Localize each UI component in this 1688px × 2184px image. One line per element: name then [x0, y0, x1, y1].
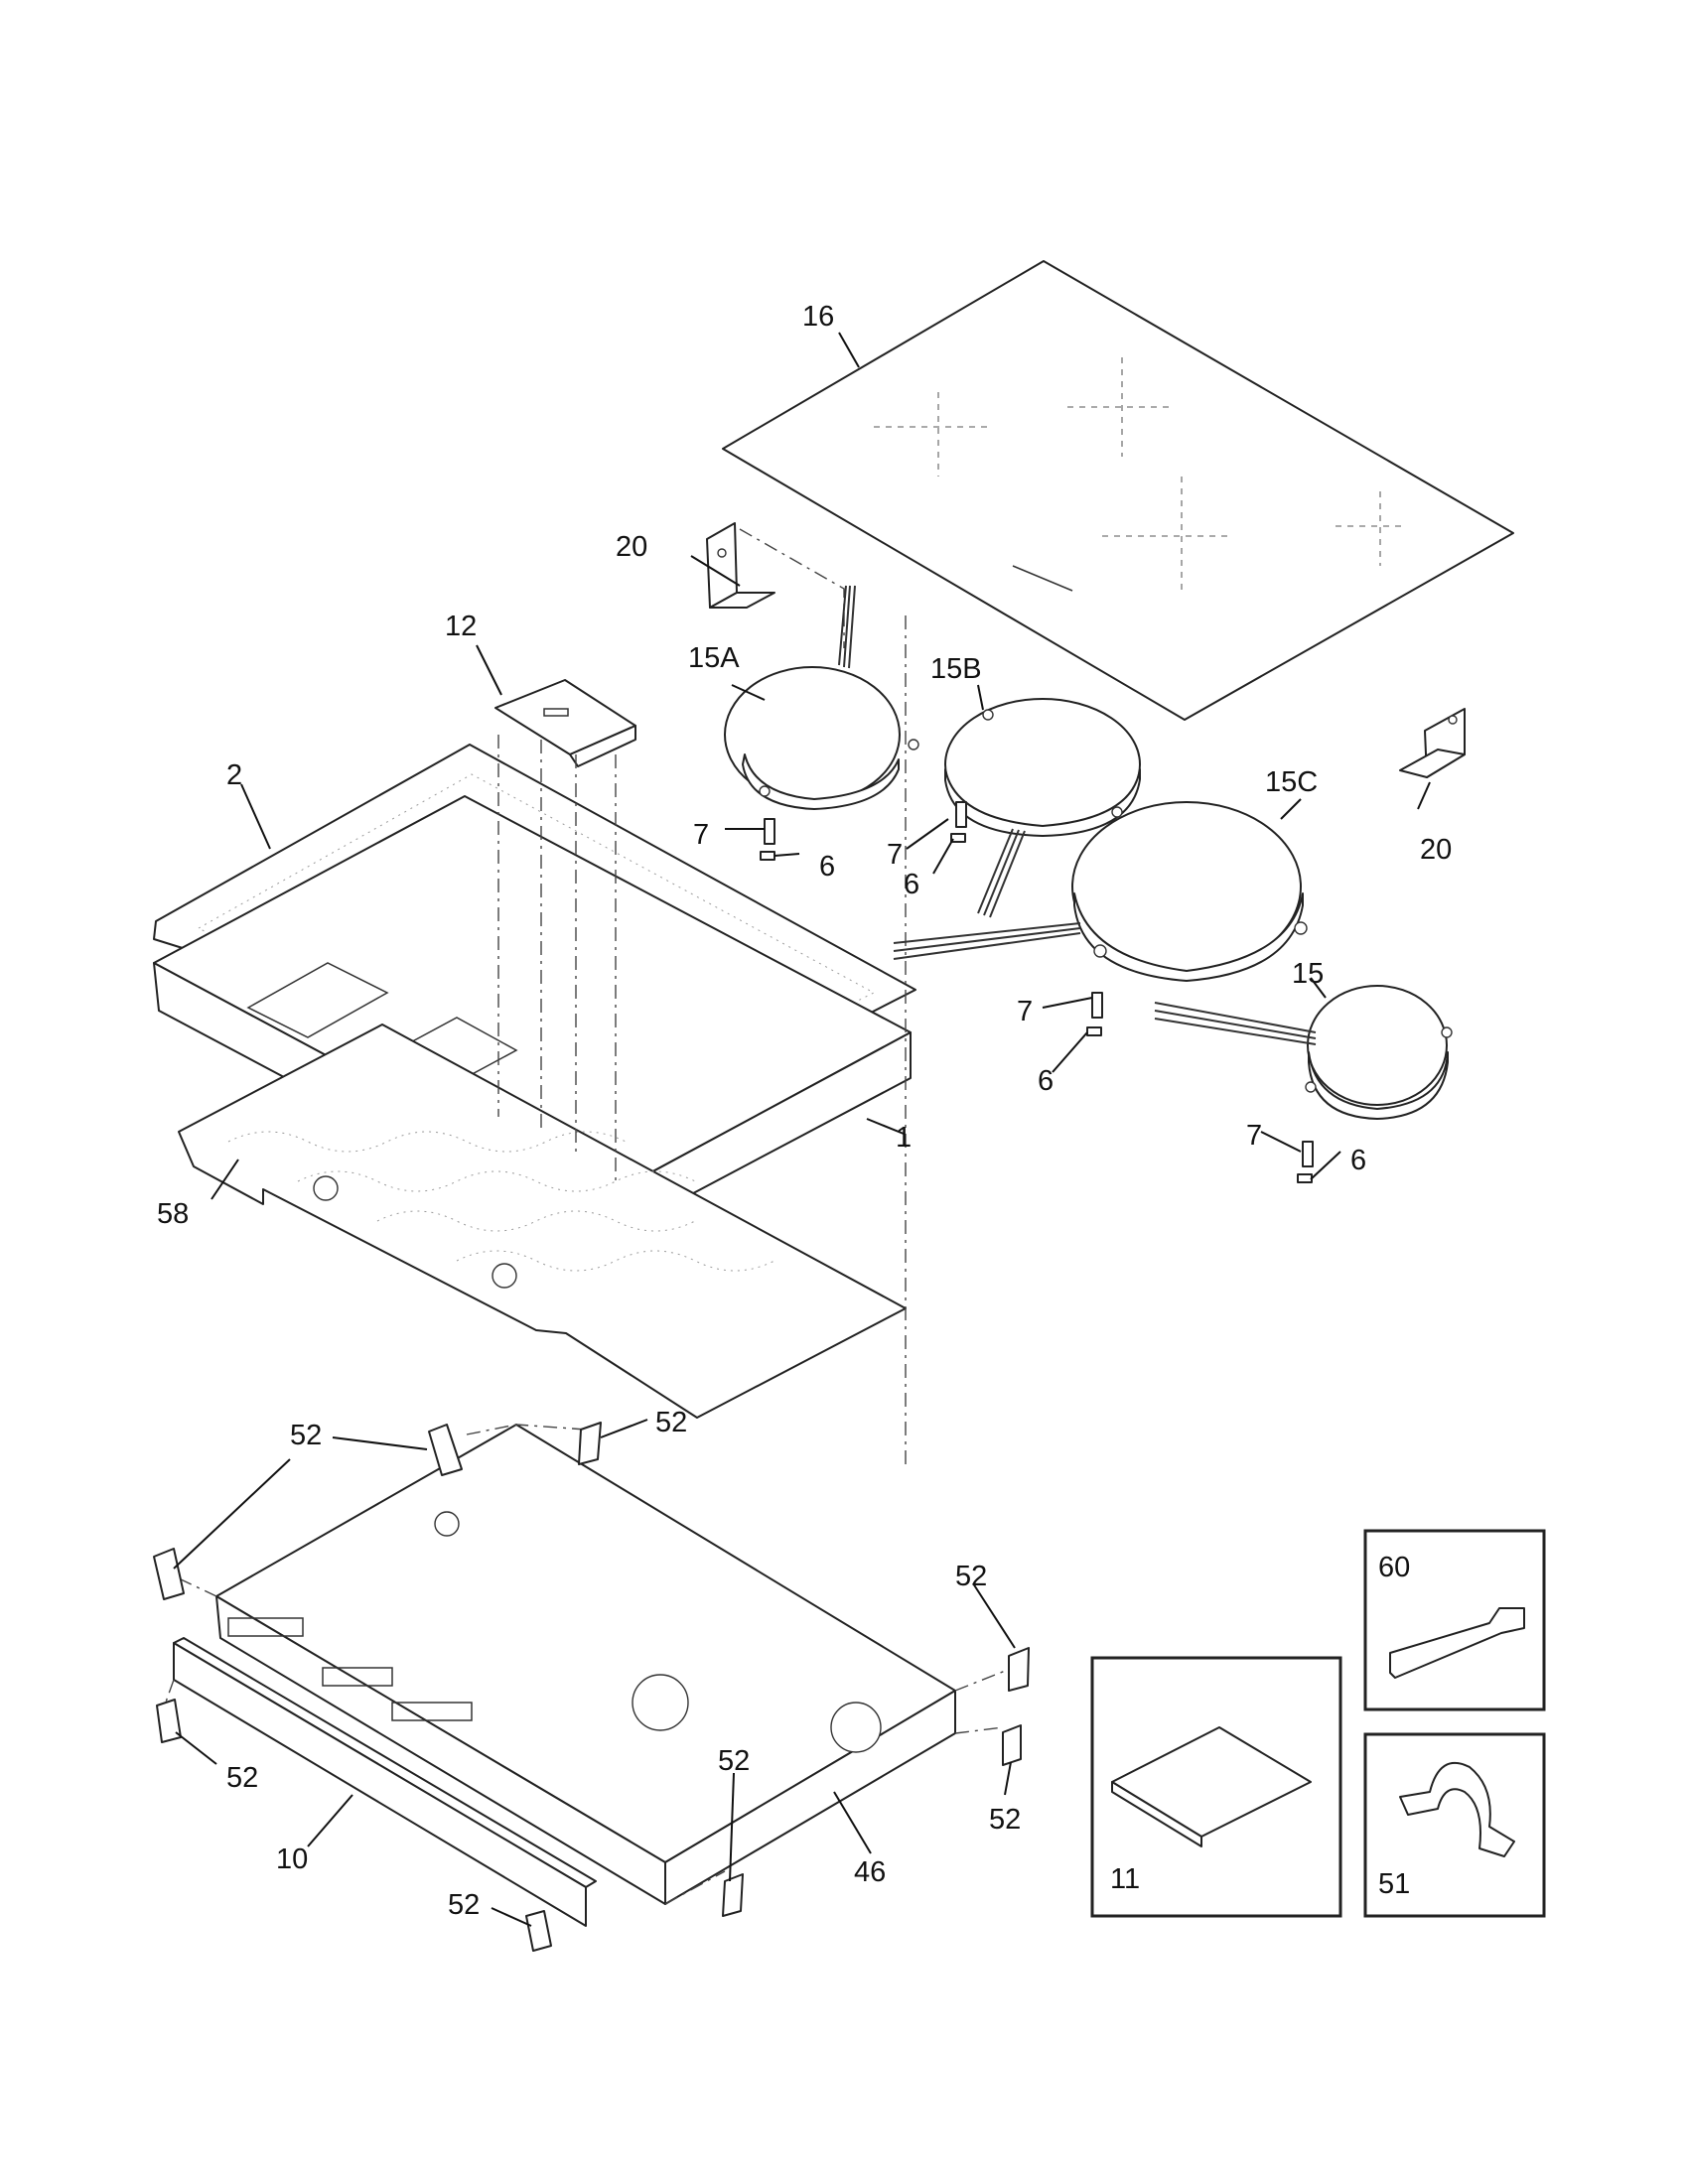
callout-6-c: 6	[1038, 1065, 1054, 1097]
callout-15A: 15A	[688, 642, 740, 674]
callout-60: 60	[1378, 1552, 1410, 1583]
callout-6-a: 6	[819, 851, 835, 883]
callout-6-b: 6	[904, 869, 919, 900]
callout-16: 16	[802, 301, 834, 333]
callout-7-c: 7	[1017, 996, 1033, 1027]
callout-58: 58	[157, 1198, 189, 1230]
callout-2: 2	[226, 759, 242, 791]
bracket-part-20-right	[1399, 708, 1466, 778]
callout-11: 11	[1110, 1863, 1140, 1895]
leader-lines	[173, 332, 1431, 1927]
callout-52-c: 52	[955, 1561, 987, 1592]
callout-15B: 15B	[930, 653, 982, 685]
callout-52-d: 52	[226, 1762, 258, 1794]
induction-element-part-15C	[893, 801, 1308, 982]
callout-52-g: 52	[448, 1889, 480, 1921]
inset-box-part-11	[1090, 1656, 1342, 1918]
callout-46: 46	[854, 1856, 886, 1888]
rail-part-10	[173, 1637, 597, 1927]
callout-52-a: 52	[290, 1420, 322, 1451]
callout-20-right: 20	[1420, 834, 1452, 866]
callout-12: 12	[445, 611, 477, 642]
callout-7-a: 7	[693, 819, 709, 851]
callout-labels: 16 20 12 15A 15B 15C 15 20 2 1 58 7 6 7 …	[157, 301, 1452, 1921]
callout-10: 10	[276, 1843, 308, 1875]
callout-51: 51	[1378, 1868, 1410, 1900]
chassis-part-46	[215, 1424, 956, 1905]
bracket-part-20-left	[706, 522, 775, 609]
callout-52-e: 52	[989, 1804, 1021, 1836]
glass-cooktop-part-16	[722, 260, 1514, 721]
spring-and-screw-group	[760, 801, 1314, 1183]
callout-20-left: 20	[616, 531, 647, 563]
induction-element-part-15	[1154, 985, 1453, 1120]
callout-7-b: 7	[887, 839, 903, 871]
clip-part-52-group	[153, 1422, 1030, 1952]
inset-box-part-51	[1363, 1732, 1546, 1918]
bracket-part-12	[494, 679, 636, 767]
callout-15: 15	[1292, 958, 1324, 990]
induction-element-part-15B	[944, 698, 1141, 918]
callout-7-d: 7	[1246, 1120, 1262, 1152]
bottom-insulation-part-58	[178, 1024, 907, 1419]
callout-6-d: 6	[1350, 1145, 1366, 1176]
callout-1: 1	[896, 1122, 912, 1154]
inset-box-part-60	[1363, 1529, 1546, 1711]
induction-element-part-15A	[724, 585, 919, 810]
callout-15C: 15C	[1265, 766, 1318, 798]
callout-52-f: 52	[718, 1745, 750, 1777]
callout-52-b: 52	[655, 1407, 687, 1438]
